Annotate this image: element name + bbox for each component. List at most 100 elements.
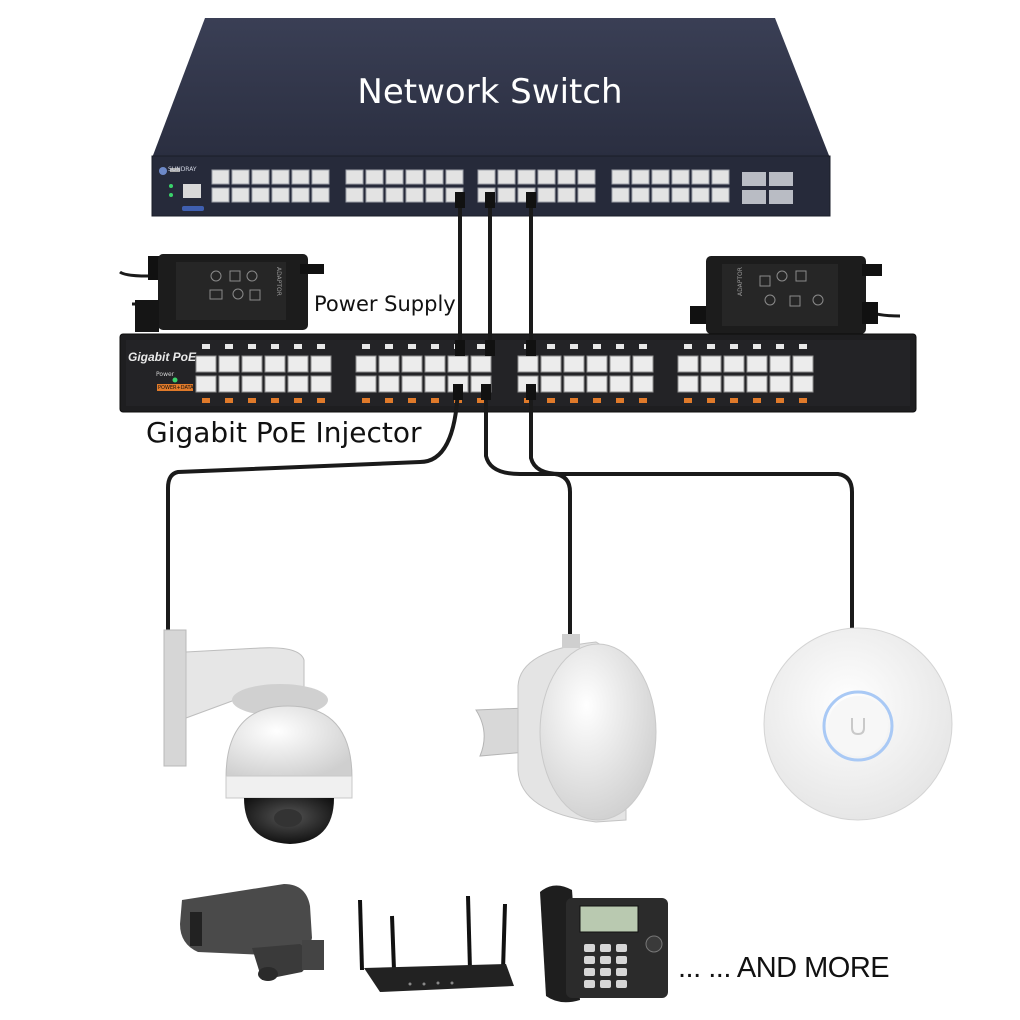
rj45-port — [251, 169, 270, 185]
rj45-port — [711, 187, 730, 203]
rj45-port — [671, 169, 690, 185]
rj45-port — [231, 187, 250, 203]
power-supply-right — [690, 256, 901, 334]
port-number-tag — [799, 398, 807, 403]
rj45-port — [557, 187, 576, 203]
poe-injector-label: Gigabit PoE Injector — [146, 416, 422, 449]
rj45-port — [677, 355, 699, 373]
rj45-port — [405, 169, 424, 185]
rj45-port — [586, 355, 608, 373]
injector-port-grid — [195, 344, 814, 403]
rj45-port — [677, 375, 699, 393]
rj45-port — [401, 375, 423, 393]
port-number-tag — [477, 398, 485, 403]
rj45-port — [195, 355, 217, 373]
port-number-tag — [776, 398, 784, 403]
rj45-port — [691, 187, 710, 203]
ptz-dome-camera — [163, 629, 353, 844]
rj45-port — [311, 169, 330, 185]
port-number-tag — [431, 344, 439, 349]
port-number-tag — [707, 398, 715, 403]
phone-key — [600, 944, 611, 952]
port-number-tag — [684, 344, 692, 349]
cables — [166, 192, 854, 650]
port-number-tag — [248, 398, 256, 403]
rj45-port — [211, 187, 230, 203]
rj45-port — [470, 355, 492, 373]
port-number-tag — [202, 344, 210, 349]
router-icon — [358, 895, 514, 992]
port-number-tag — [639, 398, 647, 403]
rj45-port — [586, 375, 608, 393]
phone-key — [600, 968, 611, 976]
rj45-port — [425, 169, 444, 185]
rj45-port — [291, 187, 310, 203]
rj45-port — [287, 355, 309, 373]
rj45-port — [769, 375, 791, 393]
port-number-tag — [225, 344, 233, 349]
injector-power-text: Power — [156, 371, 175, 378]
rj45-port — [700, 355, 722, 373]
port-number-tag — [362, 344, 370, 349]
injector-brand-text: Gigabit PoE — [128, 350, 197, 364]
network-switch-label: Network Switch — [357, 72, 623, 112]
port-number-tag — [362, 398, 370, 403]
rj45-port — [445, 169, 464, 185]
port-number-tag — [271, 344, 279, 349]
rj45-port — [700, 375, 722, 393]
rj45-port — [405, 187, 424, 203]
rj45-port — [540, 375, 562, 393]
port-number-tag — [225, 398, 233, 403]
phone-key — [616, 968, 627, 976]
rj45-port — [651, 187, 670, 203]
rj45-port — [211, 169, 230, 185]
switch-top-surface — [152, 18, 830, 158]
rj45-port — [385, 187, 404, 203]
port-number-tag — [477, 344, 485, 349]
port-number-tag — [730, 344, 738, 349]
poe-injector — [119, 333, 917, 413]
rj45-port — [311, 187, 330, 203]
rj45-port — [563, 375, 585, 393]
rj45-port — [577, 169, 596, 185]
rj45-port — [723, 355, 745, 373]
power-led — [172, 377, 178, 383]
rj45-port — [355, 355, 377, 373]
rj45-port — [497, 187, 516, 203]
rj45-port — [218, 375, 240, 393]
phone-key — [616, 956, 627, 964]
rj45-port — [609, 355, 631, 373]
rj45-port — [537, 187, 556, 203]
rj45-port — [632, 375, 654, 393]
rj45-port — [609, 375, 631, 393]
port-number-tag — [294, 398, 302, 403]
rj45-port — [378, 375, 400, 393]
rj45-port — [563, 355, 585, 373]
port-number-tag — [616, 398, 624, 403]
rj45-port — [241, 355, 263, 373]
rj45-port — [365, 169, 384, 185]
rj45-port — [746, 375, 768, 393]
rj45-port — [671, 187, 690, 203]
port-number-tag — [547, 398, 555, 403]
rj45-port — [345, 187, 364, 203]
port-number-tag — [524, 398, 532, 403]
rj45-port — [611, 169, 630, 185]
rj45-port — [345, 169, 364, 185]
rj45-port — [251, 187, 270, 203]
port-number-tag — [616, 344, 624, 349]
rj45-port — [711, 169, 730, 185]
phone-key — [616, 980, 627, 988]
rj45-port — [365, 187, 384, 203]
switch-brand-text: SUNDRAY — [168, 166, 197, 173]
port-number-tag — [408, 344, 416, 349]
rj45-port — [792, 355, 814, 373]
phone-key — [584, 956, 595, 964]
port-number-tag — [317, 398, 325, 403]
port-number-tag — [730, 398, 738, 403]
power-supply-label: Power Supply — [314, 292, 456, 316]
rj45-port — [631, 187, 650, 203]
rj45-port — [517, 169, 536, 185]
phone-key — [616, 944, 627, 952]
